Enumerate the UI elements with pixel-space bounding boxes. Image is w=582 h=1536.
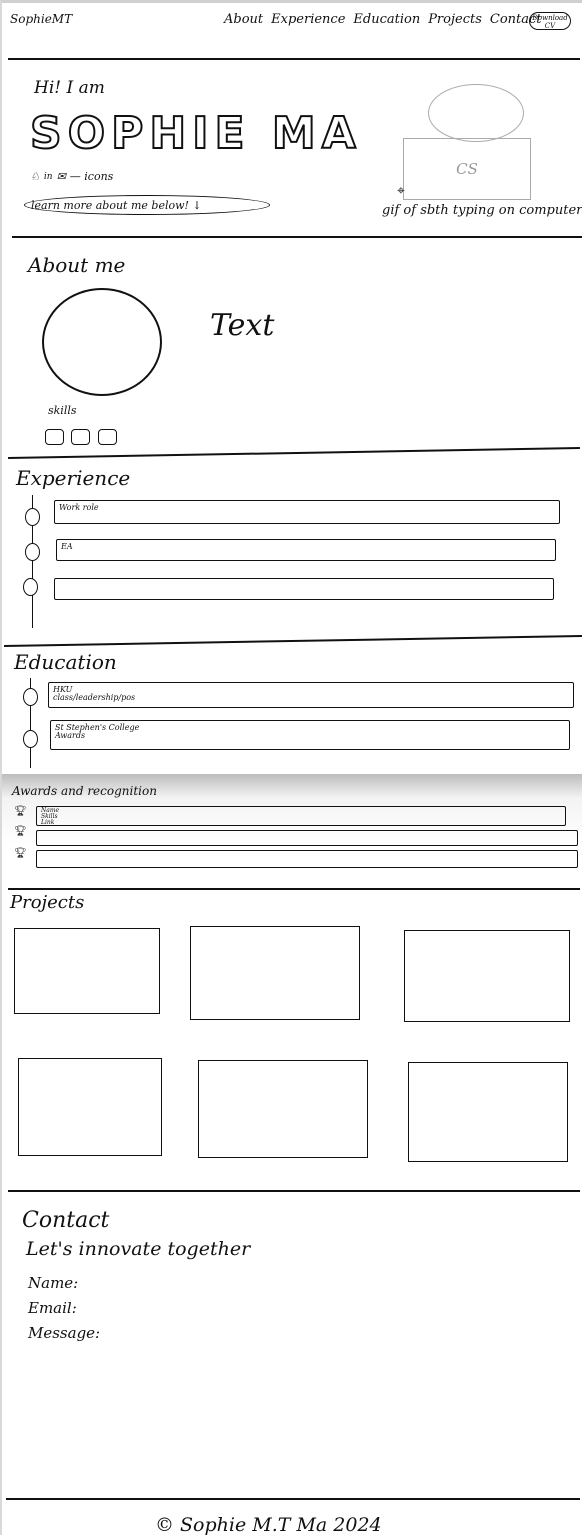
hero-name: SOPHIE MA (29, 107, 362, 160)
education-card[interactable]: HKU class/leadership/pos (48, 682, 574, 708)
skill-chip (98, 429, 117, 445)
trophy-icon: 🏆︎ (14, 826, 27, 837)
education-school: HKU (53, 685, 73, 694)
nav-link-experience[interactable]: Experience (271, 12, 346, 27)
experience-card[interactable] (54, 578, 554, 600)
profile-photo-placeholder (42, 288, 162, 396)
experience-title: Experience (16, 466, 131, 490)
icons-note: — icons (69, 170, 114, 183)
education-detail: Awards (55, 731, 86, 740)
awards-section (2, 774, 582, 884)
award-card[interactable] (36, 830, 578, 846)
learn-more-button[interactable]: learn more about me below! ↓ (24, 195, 270, 215)
awards-divider (8, 888, 580, 890)
skill-chip (71, 429, 90, 445)
github-icon[interactable]: ♘ (30, 170, 40, 183)
award-skills: Skills (41, 813, 58, 820)
about-title: About me (28, 253, 126, 277)
contact-title: Contact (22, 1208, 110, 1233)
education-school: St Stephen's College (55, 723, 140, 732)
timeline-node (25, 543, 40, 561)
hero-greeting: Hi! I am (34, 78, 105, 98)
experience-card-label: Work role (59, 503, 99, 512)
timeline-node (23, 688, 38, 706)
brand-logo[interactable]: SophieMT (10, 12, 73, 26)
award-card[interactable]: Name Skills Link (36, 806, 566, 826)
skills-label: skills (48, 404, 77, 417)
trophy-icon: 🏆︎ (14, 848, 27, 859)
nav-link-about[interactable]: About (224, 12, 264, 27)
timeline-node (25, 508, 40, 526)
avatar-head-sketch (428, 84, 524, 142)
trophy-icon: 🏆︎ (14, 806, 27, 817)
education-detail: class/leadership/pos (53, 693, 136, 702)
education-title: Education (14, 650, 117, 674)
about-body: Text (210, 308, 275, 343)
nav-link-projects[interactable]: Projects (428, 12, 482, 27)
contact-tagline: Let's innovate together (26, 1238, 251, 1260)
projects-title: Projects (10, 892, 85, 913)
project-card[interactable] (14, 928, 160, 1014)
timeline-node (23, 730, 38, 748)
nav-link-contact[interactable]: Contact (489, 12, 542, 27)
mail-icon[interactable]: ✉ (56, 170, 66, 183)
education-timeline-line (30, 678, 31, 768)
award-name: Name (41, 807, 60, 814)
project-card[interactable] (408, 1062, 568, 1162)
laptop-sketch: CS (403, 138, 531, 200)
hero-gif-caption: gif of sbth typing on computer (382, 203, 582, 218)
award-link[interactable]: Link (41, 819, 55, 826)
education-card[interactable]: St Stephen's College Awards (50, 720, 570, 750)
nav-divider (8, 58, 580, 60)
experience-card[interactable]: Work role (54, 500, 560, 524)
nav-link-education[interactable]: Education (353, 12, 421, 27)
project-card[interactable] (18, 1058, 162, 1156)
experience-timeline-line (32, 495, 33, 628)
linkedin-icon[interactable]: in (43, 171, 53, 182)
hero-divider (12, 236, 582, 238)
experience-card[interactable]: EA (56, 539, 556, 561)
cursor-icon: ⌖ (397, 183, 405, 199)
footer-divider (6, 1498, 580, 1500)
skill-chip (45, 429, 64, 445)
project-card[interactable] (198, 1060, 368, 1158)
experience-card-label: EA (61, 542, 73, 551)
email-field[interactable]: Email: (28, 1299, 77, 1317)
download-cv-button[interactable]: Download CV (529, 12, 571, 30)
name-field[interactable]: Name: (28, 1274, 79, 1292)
award-card[interactable] (36, 850, 578, 868)
social-icons-row: ♘ in ✉ — icons (30, 170, 113, 183)
timeline-node (23, 578, 38, 596)
projects-divider (8, 1190, 580, 1192)
project-card[interactable] (190, 926, 360, 1020)
message-field[interactable]: Message: (28, 1324, 101, 1342)
top-nav: About Experience Education Projects Cont… (224, 12, 542, 27)
footer-copyright: © Sophie M.T Ma 2024 (155, 1514, 382, 1536)
awards-title: Awards and recognition (12, 784, 157, 798)
project-card[interactable] (404, 930, 570, 1022)
